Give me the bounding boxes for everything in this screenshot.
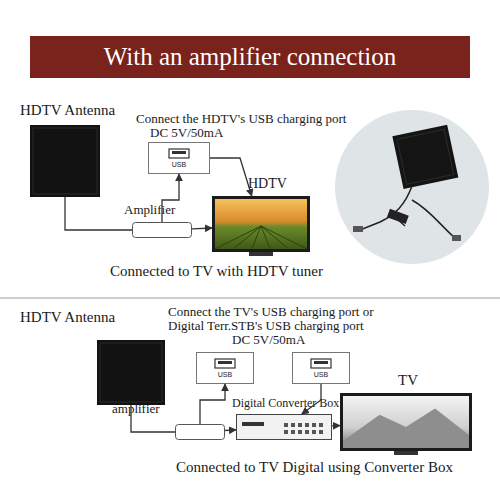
cable-connector — [210, 158, 252, 196]
usb-node: USB — [148, 142, 210, 174]
label-text: DC 5V/50mA — [150, 126, 223, 139]
usb-node: USB — [292, 352, 350, 384]
tv2-node: TV — [340, 393, 472, 455]
stb-button — [312, 430, 316, 434]
port-label: USB — [196, 371, 254, 378]
antenna-art — [97, 340, 165, 405]
amp-art — [132, 222, 192, 238]
label-text: DC 5V/50mA — [232, 333, 305, 346]
vineyard-row — [233, 226, 261, 249]
photo-amplifier — [387, 209, 409, 224]
mountain — [343, 409, 469, 449]
vineyard-row — [252, 226, 261, 249]
stb-button — [312, 423, 316, 427]
stb-button — [305, 423, 309, 427]
tv-screen — [343, 396, 469, 448]
usb-port — [169, 149, 189, 158]
usb-art — [196, 352, 254, 384]
usb-frame — [197, 353, 254, 384]
photo-cable — [360, 186, 455, 238]
antenna-art — [30, 125, 100, 197]
usb-tongue — [314, 361, 328, 364]
usb-frame — [293, 353, 350, 384]
usb-node: USB — [196, 352, 254, 384]
port-label: USB — [292, 371, 350, 378]
amp-art — [175, 424, 225, 440]
tv-frame — [340, 393, 472, 451]
amp-node: amplifier — [175, 424, 225, 440]
stb-button — [291, 430, 295, 434]
usb-port — [311, 359, 331, 368]
stb-slot — [242, 422, 264, 426]
vineyard-row — [261, 226, 307, 249]
part-name: TV — [398, 373, 418, 388]
antenna-node: HDTV Antenna — [97, 340, 165, 405]
part-name: HDTV — [248, 177, 287, 191]
cable-connector — [302, 384, 321, 414]
part-name: HDTV Antenna — [20, 310, 115, 325]
stb-button — [298, 430, 302, 434]
stb-button — [319, 423, 323, 427]
label-text: Connect the HDTV's USB charging port — [136, 112, 346, 125]
tv-stand — [249, 252, 273, 256]
cable-connector — [332, 425, 340, 426]
tv1-node: HDTV — [212, 196, 310, 256]
stb-art — [236, 414, 332, 440]
tv-screen — [215, 199, 307, 249]
port-label: USB — [148, 161, 210, 168]
amp-body — [133, 223, 192, 238]
antenna-trim — [33, 128, 97, 194]
part-name: Digital Converter Box — [232, 397, 339, 409]
photo-antenna — [392, 125, 458, 189]
cable-connector — [192, 227, 212, 229]
stb-button — [305, 430, 309, 434]
label-text: Connected to TV Digital using Converter … — [176, 460, 453, 475]
amp-node: Amplifier — [132, 222, 192, 238]
usb-tongue — [172, 151, 186, 154]
label-text: Connect the TV's USB charging port or — [168, 305, 374, 318]
part-name: Amplifier — [124, 203, 175, 216]
tv-frame — [212, 196, 310, 252]
tv1-art — [212, 196, 310, 256]
section-divider — [0, 298, 500, 299]
vineyard-row — [215, 226, 261, 249]
part-name: amplifier — [112, 402, 160, 415]
label-text: Connected to TV with HDTV tuner — [110, 264, 323, 279]
antenna-panel — [30, 125, 100, 197]
tv-stand — [394, 451, 418, 455]
antenna-node: HDTV Antenna — [30, 125, 100, 197]
amp-body — [176, 425, 225, 440]
stb-body — [237, 415, 332, 440]
usb-frame — [149, 143, 210, 174]
usb-tongue — [218, 361, 232, 364]
stb-button — [291, 423, 295, 427]
stb-button — [284, 430, 288, 434]
cable-connector — [131, 405, 175, 432]
cable-connector — [162, 174, 179, 222]
stb-button — [298, 423, 302, 427]
cable-connector — [225, 429, 236, 431]
antenna-panel — [97, 340, 165, 405]
part-name: HDTV Antenna — [20, 103, 115, 118]
title-banner: With an amplifier connection — [30, 36, 470, 78]
tv2-art — [340, 393, 472, 455]
stb-button — [284, 423, 288, 427]
cable-connector — [65, 197, 132, 230]
cable-connector — [200, 384, 225, 424]
stb-node: Digital Converter Box — [236, 414, 332, 440]
label-text: Digital Terr.STB's USB charging port — [168, 319, 364, 332]
photo-circle — [335, 110, 489, 264]
antenna-trim — [100, 343, 162, 402]
usb-art — [148, 142, 210, 174]
usb-port — [215, 359, 235, 368]
photo-usb-plug — [353, 226, 363, 232]
photo-plug — [452, 235, 461, 241]
usb-art — [292, 352, 350, 384]
stb-button — [319, 430, 323, 434]
